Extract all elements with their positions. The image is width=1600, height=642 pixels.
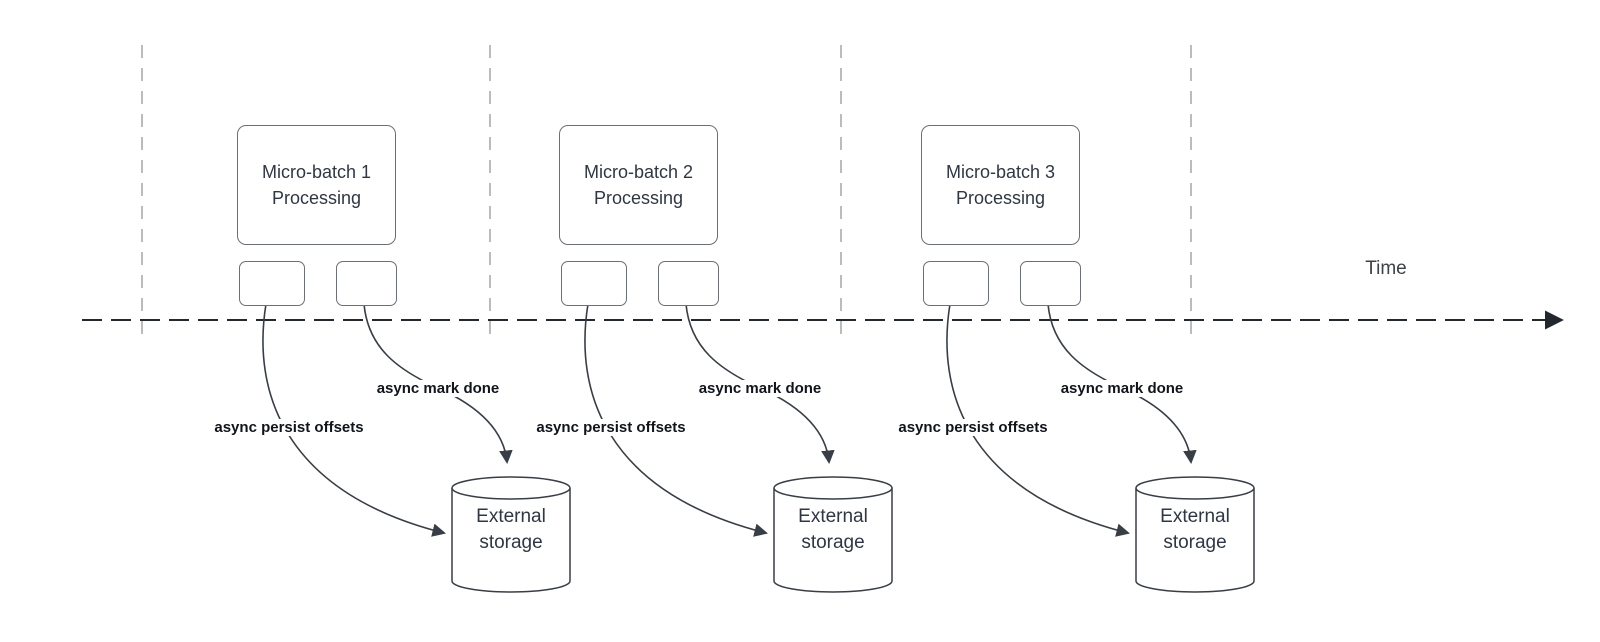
storage-cylinder-body [773,488,893,593]
mark-done-curve [1047,303,1197,465]
persist-offsets-curve [584,303,768,537]
storage-cylinder-top [1135,476,1255,500]
micro-batch-2-shapes [584,303,893,593]
storage-cylinder-body [451,488,571,593]
persist-offsets-curve [262,303,446,537]
storage-cylinder-body [1135,488,1255,593]
storage-cylinder-top [451,476,571,500]
storage-cylinder-top [773,476,893,500]
time-axis-label: Time [1365,258,1407,279]
mark-done-curve [363,303,513,465]
persist-offsets-curve [946,303,1130,537]
micro-batch-1-shapes [262,303,571,593]
mark-done-curve [685,303,835,465]
micro-batch-3-shapes [946,303,1255,593]
